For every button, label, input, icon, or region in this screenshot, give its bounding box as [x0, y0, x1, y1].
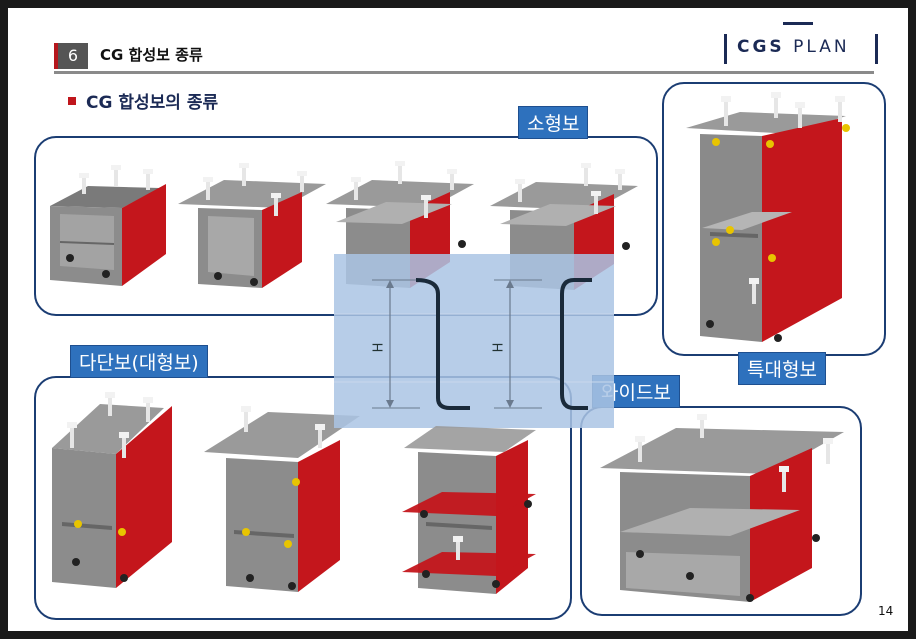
section-title: CG 합성보의 종류 [68, 88, 218, 113]
header-title: CG 합성보 종류 [100, 46, 203, 64]
page-number: 14 [878, 604, 894, 618]
small-beam-model-2 [178, 163, 326, 288]
h-dimension-sketch [334, 278, 614, 410]
tag-multi-stage-beam: 다단보(대형보) [70, 345, 208, 378]
square-bullet-icon [68, 97, 76, 105]
section-profile-overlay: H H [334, 254, 614, 428]
logo-text-bold: CGS [737, 37, 785, 57]
header-divider [54, 71, 874, 74]
logo-accent-bar [783, 22, 813, 25]
section-title-text: CG 합성보의 종류 [86, 93, 219, 113]
small-beam-model-1 [50, 165, 166, 286]
tag-small-beam: 소형보 [518, 106, 589, 139]
extra-large-beam-model [686, 92, 850, 342]
dimension-label-left: H [371, 342, 387, 353]
slide: 6 CG 합성보 종류 CGS PLAN CG 합성보의 종류 소형보 특대형보… [8, 8, 908, 631]
tag-extra-large-beam: 특대형보 [738, 352, 826, 385]
dimension-label-right: H [491, 342, 507, 353]
multi-stage-beam-model-3 [402, 426, 536, 594]
multi-stage-beam-model-1 [52, 392, 172, 588]
cgs-plan-logo: CGS PLAN [724, 34, 878, 64]
multi-stage-beam-model-2 [204, 406, 360, 592]
section-number-box: 6 [54, 43, 88, 69]
wide-beam-model [600, 414, 844, 602]
logo-text-light: PLAN [793, 37, 850, 57]
small-beam-model-3 [326, 161, 474, 288]
